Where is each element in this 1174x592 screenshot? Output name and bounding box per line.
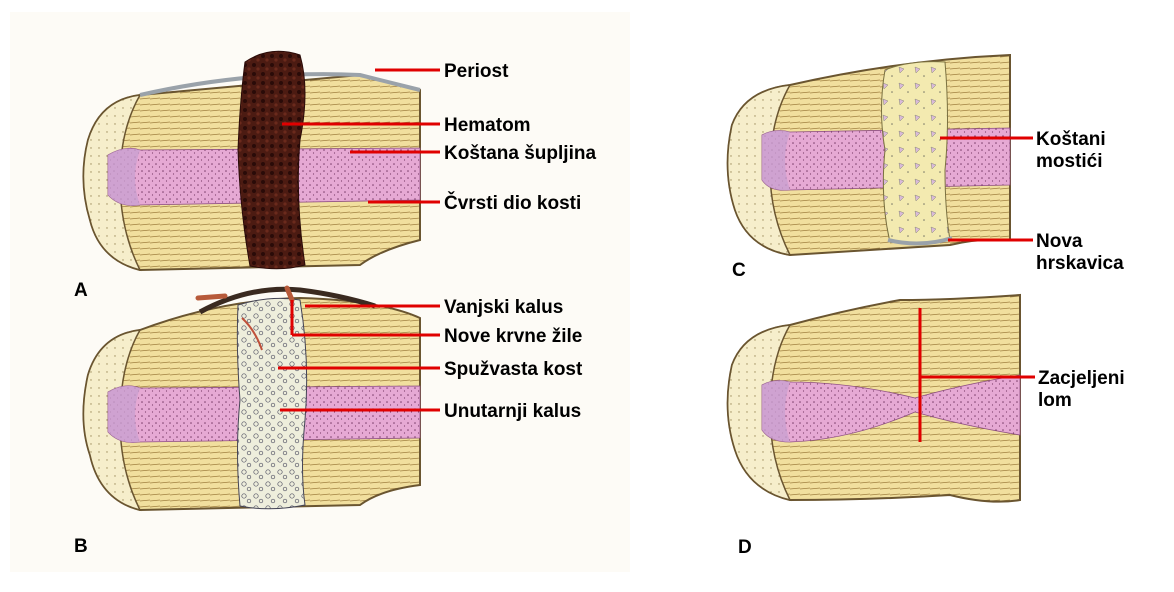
label-nove-krvne-zile: Nove krvne žile xyxy=(444,326,582,347)
label-kostani: Koštani xyxy=(1036,129,1106,150)
label-mostici: mostići xyxy=(1036,151,1103,172)
panel-letter-b: B xyxy=(74,536,88,557)
label-zacjeljeni: Zacjeljeni xyxy=(1038,368,1125,389)
label-lom: lom xyxy=(1038,390,1072,411)
panel-letter-d: D xyxy=(738,537,752,558)
label-hematom: Hematom xyxy=(444,115,531,136)
panel-letter-a: A xyxy=(74,280,88,301)
label-nova: Nova xyxy=(1036,231,1083,252)
label-cvrsti-dio-kosti: Čvrsti dio kosti xyxy=(444,192,581,214)
panel-letter-c: C xyxy=(732,260,746,281)
label-hrskavica: hrskavica xyxy=(1036,253,1124,274)
label-periost: Periost xyxy=(444,61,509,82)
label-vanjski-kalus: Vanjski kalus xyxy=(444,297,563,318)
label-unutarnji-kalus: Unutarnji kalus xyxy=(444,401,581,422)
label-kostana-supljina: Koštana šupljina xyxy=(444,143,596,164)
label-spuzvasta-kost: Spužvasta kost xyxy=(444,359,583,380)
